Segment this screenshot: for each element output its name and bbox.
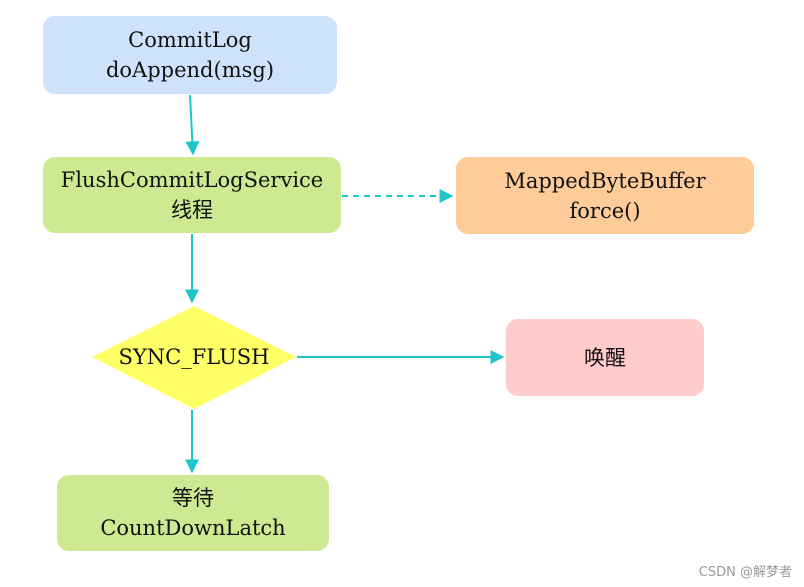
watermark: CSDN @解梦者 (698, 565, 792, 580)
node-wakeup-label: 唤醒 (584, 345, 626, 370)
node-mapped-buffer-line1: MappedByteBuffer (504, 168, 706, 193)
node-commitlog-doappend: CommitLog doAppend(msg) (43, 16, 337, 94)
node-wait-line1: 等待 (172, 486, 214, 510)
node-mapped-buffer-line2: force() (569, 198, 641, 223)
node-wait-countdownlatch: 等待 CountDownLatch (57, 475, 329, 551)
node-wakeup: 唤醒 (506, 319, 704, 396)
node-flush-service-line1: FlushCommitLogService (60, 168, 324, 192)
sync-flush-label: SYNC_FLUSH (118, 345, 270, 369)
node-commitlog-line2: doAppend(msg) (105, 58, 275, 82)
sync-flush-diamond (92, 306, 296, 409)
node-mapped-byte-buffer: MappedByteBuffer force() (456, 157, 754, 234)
node-wait-line2: CountDownLatch (100, 516, 286, 540)
node-flush-commitlog-service: FlushCommitLogService 线程 (43, 157, 341, 233)
node-commitlog-line1: CommitLog (128, 28, 252, 52)
node-flush-service-line2: 线程 (171, 198, 213, 222)
edge-commitlog-to-flush-service (185, 94, 200, 156)
